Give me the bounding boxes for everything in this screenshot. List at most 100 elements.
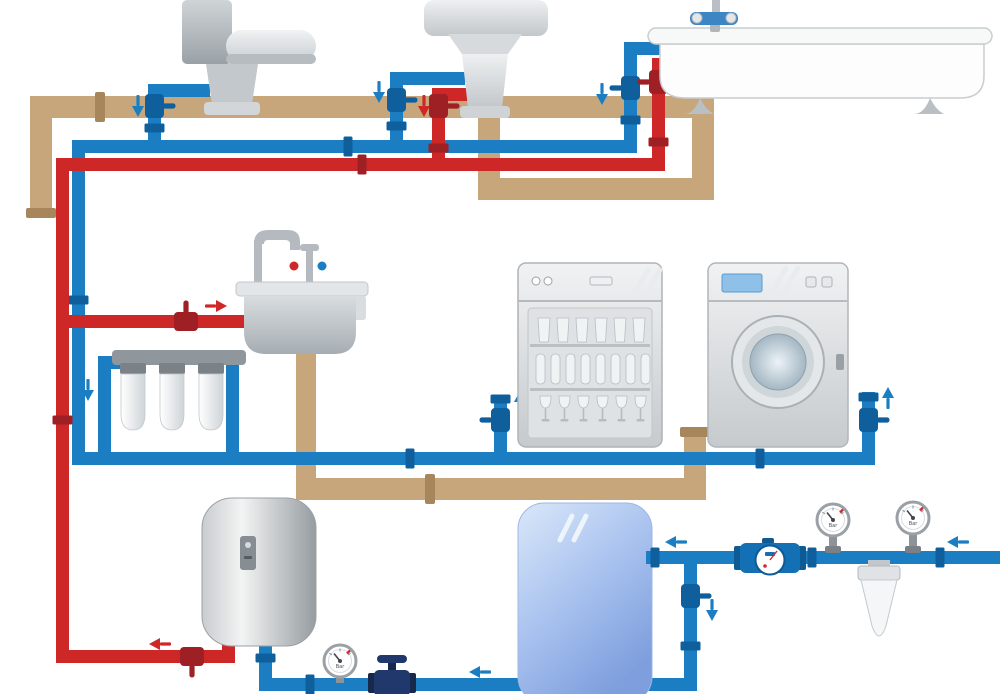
drain-pipe-sink-drop [478,108,500,200]
cold-main-top [72,140,637,153]
pipe-coupling [95,92,105,122]
gauge-nut [905,546,921,553]
heater-control [240,536,256,570]
second-faucet-head [300,244,319,251]
knob-icon [531,276,541,286]
flow-arrow-up [882,387,894,409]
gauge-stem [909,532,917,553]
meter-dot-icon [763,564,767,568]
flow-arrow-left [149,638,171,650]
cold-meter-drop [684,551,697,691]
shutoff-valve-washer [859,408,890,432]
meter-needle [769,550,778,561]
cold-bathtub-stub [624,42,670,55]
meter-odometer [765,552,775,556]
dishwasher [517,262,663,448]
glass-icon [613,317,627,343]
meter-knob [762,538,774,544]
mixer-handle-icon [725,12,737,24]
filter-cartridge [120,363,146,431]
flow-arrow-left [665,536,687,548]
flow-arrow-left [947,536,969,548]
knob-icon [543,276,553,286]
indicator-icon [245,542,251,548]
rack-shelf [530,344,650,347]
cartridge-body [120,373,146,431]
panel-divider [518,300,662,302]
pedestal-foot [460,106,510,118]
sink-counter [235,281,369,297]
pipe-coupling [68,295,89,305]
sediment-filter [857,560,901,637]
gauge-stem [336,675,344,683]
water-heater [201,497,317,647]
drain-pipe-top-horizontal [30,96,714,118]
gauge-nut [825,546,841,553]
cold-service-line [646,551,1000,564]
cup-icon [610,353,621,385]
pipe-coupling [144,123,165,133]
toilet-bowl-base [206,64,258,104]
tub-foot-left [684,98,714,114]
shutoff-valve-kitchen-hot [174,300,198,331]
shower-pipe [712,0,720,22]
faucet-spout [254,230,300,250]
pipe-coupling [807,547,817,568]
tub-rim [647,27,993,45]
hot-indicator-icon [289,261,299,271]
filter-manifold [112,350,246,365]
cup-icon [535,353,546,385]
tub-body [659,43,985,99]
filter-connector [868,560,890,568]
gauge-unit-label: Bar [909,521,918,527]
pipe-coupling [305,674,315,694]
button-icon [821,276,833,288]
drain-pipe-kitchen-drop [296,344,316,500]
pipe-coupling [620,115,641,125]
valve-handle [377,655,407,663]
cold-main-middle [72,452,875,465]
vent-slashes-icon [769,265,801,295]
bathtub [647,0,993,114]
flow-arrow-left [469,666,491,678]
pressure-gauge-assembly: Bar [815,502,851,553]
hot-water-pipe-network [52,58,692,678]
vent-slashes-icon [631,267,663,297]
pipe-coupling [386,121,407,131]
display-window [589,276,613,286]
main-shutoff-valve [368,655,416,694]
bottom-gauge-assembly: Bar [322,643,358,683]
sink-basin [244,296,356,354]
second-faucet [306,248,313,284]
water-meter [734,538,806,576]
shutoff-valve-dishwasher [479,408,510,432]
pipe-coupling [935,547,945,568]
filter-head [857,565,901,581]
pipe-coupling [405,448,415,469]
mixer-handle-icon [691,12,703,24]
gauge-unit-label: Bar [336,664,345,670]
basin-underside [448,34,522,54]
pipe-coupling [648,137,669,147]
cup-icon [640,353,651,385]
pressure-gauge [322,643,358,679]
toilet-seat-rim [226,54,316,64]
tub-foot-right [914,98,944,114]
glass-icon [537,317,551,343]
filter-cone [860,579,898,637]
cup-icon [595,353,606,385]
pipe-coupling [755,448,765,469]
cartridge-collar [198,363,224,374]
cold-filter-inlet [98,356,111,465]
pressure-gauge-assembly: Bar [895,500,931,553]
glass-icon [556,317,570,343]
pipe-end-cap [26,208,56,218]
toilet-tank [182,0,232,64]
pipe-coupling [428,143,449,153]
cartridge-body [159,373,185,431]
filter-cartridge [159,363,185,431]
pipe-coupling [357,154,367,175]
storage-tank [517,502,653,694]
